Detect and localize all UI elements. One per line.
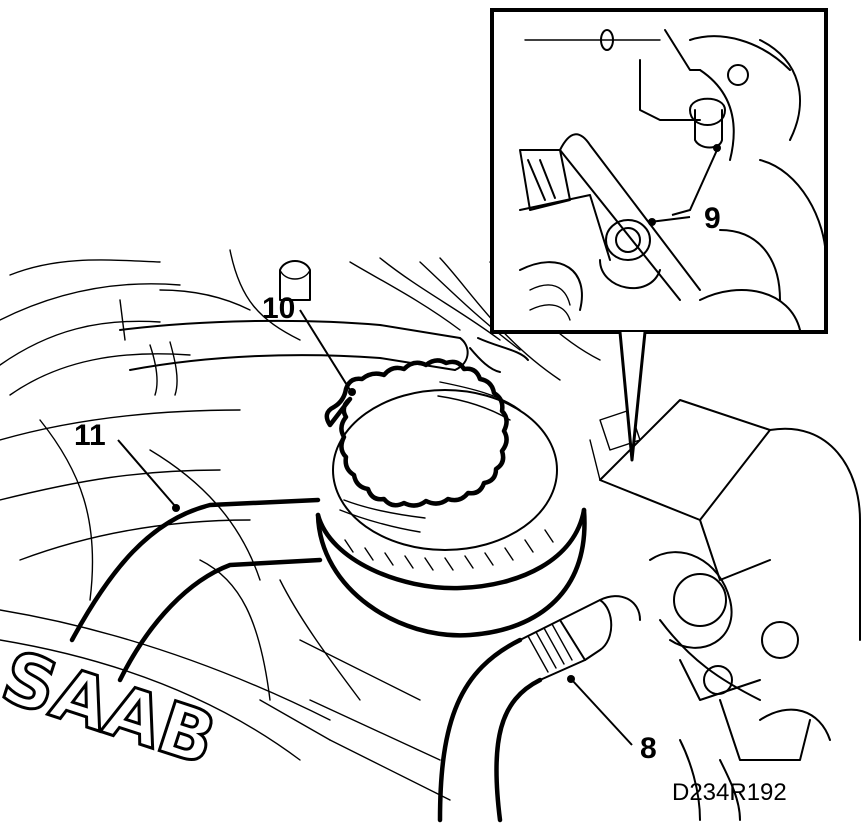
callout-9: 9 [704,202,721,235]
hose-8 [437,595,641,823]
leader-10 [299,309,351,391]
detail-inset [490,8,828,462]
hose-10 [119,319,529,396]
inset-drawing [519,29,827,331]
hose-11 [69,497,323,683]
reservoir-cap [315,358,587,638]
leader-9a [671,149,718,216]
right-assembly [589,399,861,821]
callout-8: 8 [640,732,657,765]
figure-code: D234R192 [672,779,787,806]
leader-8 [571,679,633,746]
saab-emblem: SAAB [0,633,227,783]
leader-9b [649,216,691,223]
callout-10: 10 [262,292,295,325]
leader-10-dot [348,388,356,396]
leader-8-dot [567,675,575,683]
emblem-lettering: SAAB [0,634,226,781]
leader-11-dot [172,504,180,512]
callout-11: 11 [74,419,106,452]
leader-11 [117,439,176,507]
